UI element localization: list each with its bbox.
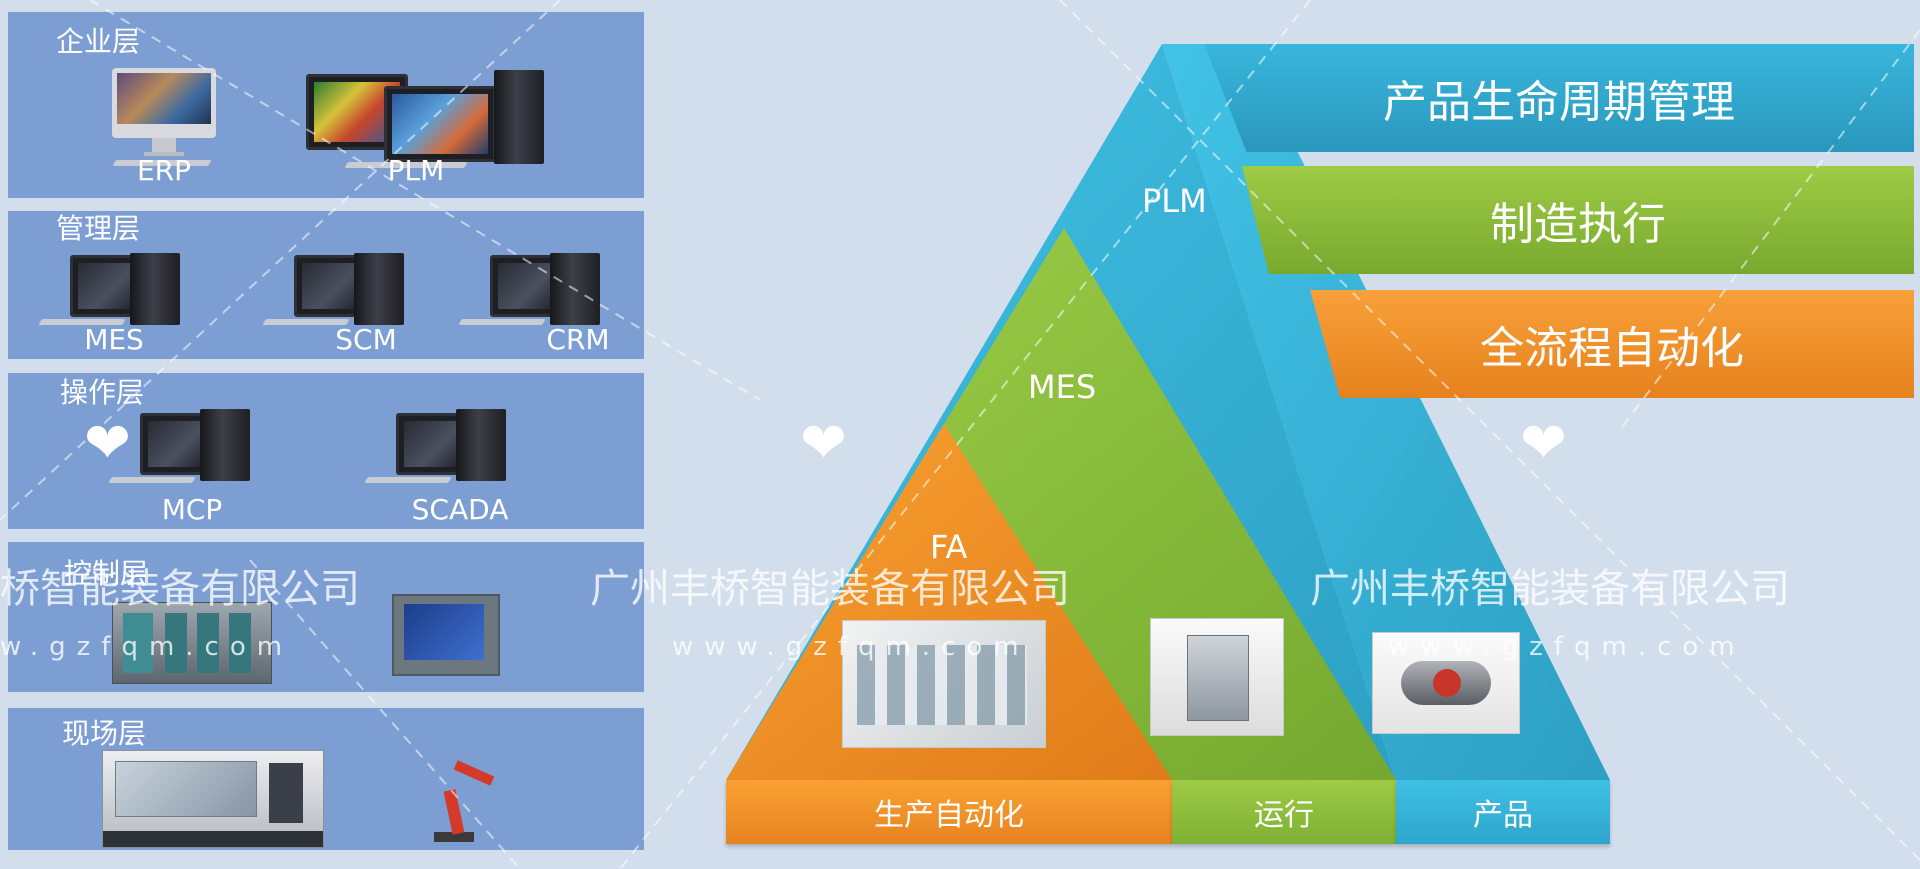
bar-mes-description: 制造执行 — [1242, 166, 1914, 274]
base-product: 产品 — [1396, 780, 1610, 844]
watermark-company: 广州丰桥智能装备有限公司 — [590, 566, 1070, 612]
watermark-url: www.gzfqm.com — [1388, 632, 1746, 662]
plc-rack-icon — [112, 602, 272, 684]
bar-fa-description: 全流程自动化 — [1310, 290, 1914, 398]
bar-plm-description: 产品生命周期管理 — [1204, 44, 1914, 152]
machine-cell-image — [1150, 618, 1284, 736]
watermark-company-partial: 桥智能装备有限公司 — [0, 566, 360, 612]
watermark-url-partial: w.gzfqm.com — [0, 632, 294, 662]
heart-icon: ❤ — [1520, 411, 1567, 476]
layer-title-field: 现场层 — [62, 717, 147, 750]
pyramid-label-plm: PLM — [1142, 182, 1207, 220]
pyramid-label-mes: MES — [1028, 368, 1097, 406]
heart-icon: ❤ — [84, 411, 131, 476]
base-operation: 运行 — [1172, 780, 1396, 844]
watermark-company: 广州丰桥智能装备有限公司 — [1310, 566, 1790, 612]
heart-icon: ❤ — [800, 411, 847, 476]
watermark-url: www.gzfqm.com — [672, 632, 1030, 662]
base-production-automation: 生产自动化 — [726, 780, 1172, 844]
layer-title-control: 控制层 — [64, 557, 149, 590]
